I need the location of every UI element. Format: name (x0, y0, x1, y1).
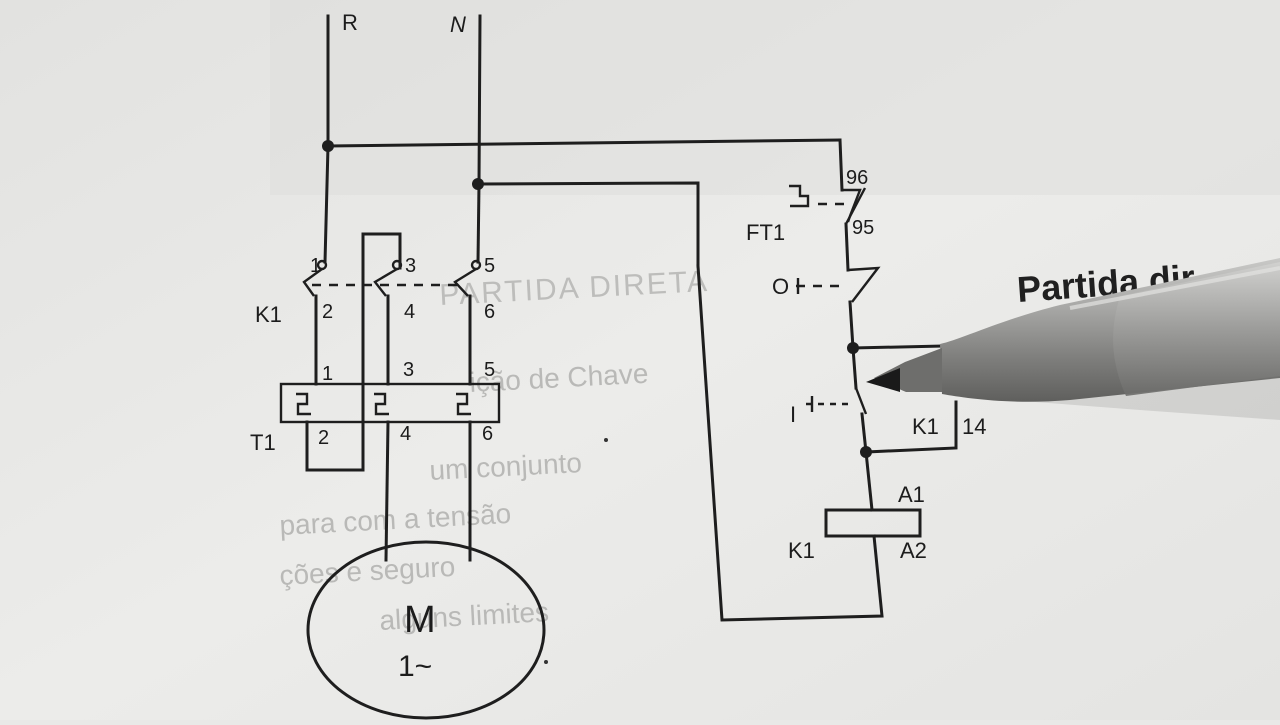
power-circuit: K1 1 3 5 2 4 6 1 3 5 2 4 6 T1 M 1~ (250, 14, 842, 720)
wire-return-n (696, 264, 884, 622)
label-ovl-t2: 2 (318, 427, 329, 449)
label-ovl-t3: 3 (403, 359, 414, 381)
wire-r-to-k1 (323, 144, 330, 264)
label-k1-t6: 6 (484, 301, 495, 323)
control-circuit: 96 95 FT1 O I K1 14 A1 A2 K1 (696, 138, 986, 622)
k1-main-contacts (302, 259, 482, 386)
label-coil-a1: A1 (898, 482, 925, 507)
label-k1-t5: 5 (484, 255, 495, 277)
label-ovl-t4: 4 (400, 423, 411, 445)
overload-relay-t1 (279, 382, 501, 562)
label-start-button: I (790, 402, 796, 427)
label-coil-name: K1 (788, 538, 815, 563)
label-ft1: FT1 (746, 220, 785, 245)
pen-tip (866, 368, 900, 392)
label-motor-phase: 1~ (398, 650, 432, 683)
wire-hold-bottom (864, 400, 958, 454)
label-ovl-t6: 6 (482, 423, 493, 445)
wire-hold-top (851, 344, 944, 350)
label-overload-name: T1 (250, 430, 276, 455)
label-stop-button: O (772, 274, 789, 299)
label-ft-95: 95 (852, 217, 874, 239)
pen-cap-ring (1113, 262, 1280, 396)
stop-button-contact (847, 266, 881, 303)
wire-jumper-top (361, 232, 402, 270)
label-k1-hold: K1 (912, 414, 939, 439)
junction-r (322, 140, 334, 152)
label-ft-96: 96 (846, 167, 868, 189)
label-k1-t1: 1 (310, 255, 321, 277)
bleed-through-text: PARTIDA DIRETA ição de Chave um conjunto… (279, 265, 710, 636)
label-k1-t4: 4 (404, 301, 415, 323)
bleed-through-band (270, 0, 1280, 195)
label-supply-r: R (342, 10, 358, 35)
label-k1-main: K1 (255, 302, 282, 327)
start-button-contact (854, 387, 868, 415)
wire-control-top (838, 138, 844, 192)
label-supply-n: N (450, 12, 466, 37)
label-k1-t3: 3 (405, 255, 416, 277)
pen-highlight (1069, 266, 1280, 310)
label-ovl-t1: 1 (322, 363, 333, 385)
label-k1-hold-14: 14 (962, 414, 986, 439)
wire-n-to-k1 (476, 182, 481, 264)
label-coil-a2: A2 (900, 538, 927, 563)
ft1-thermal-symbol (789, 184, 810, 208)
label-ovl-t5: 5 (484, 359, 495, 381)
motor-symbol (306, 540, 546, 720)
junction-n (472, 178, 484, 190)
wire-n-supply (477, 14, 482, 186)
label-k1-t2: 2 (322, 301, 333, 323)
label-motor: M (404, 599, 436, 641)
marker-pen (866, 258, 1280, 420)
wire-r-bus (326, 138, 842, 148)
wire-n-bus (477, 181, 700, 268)
